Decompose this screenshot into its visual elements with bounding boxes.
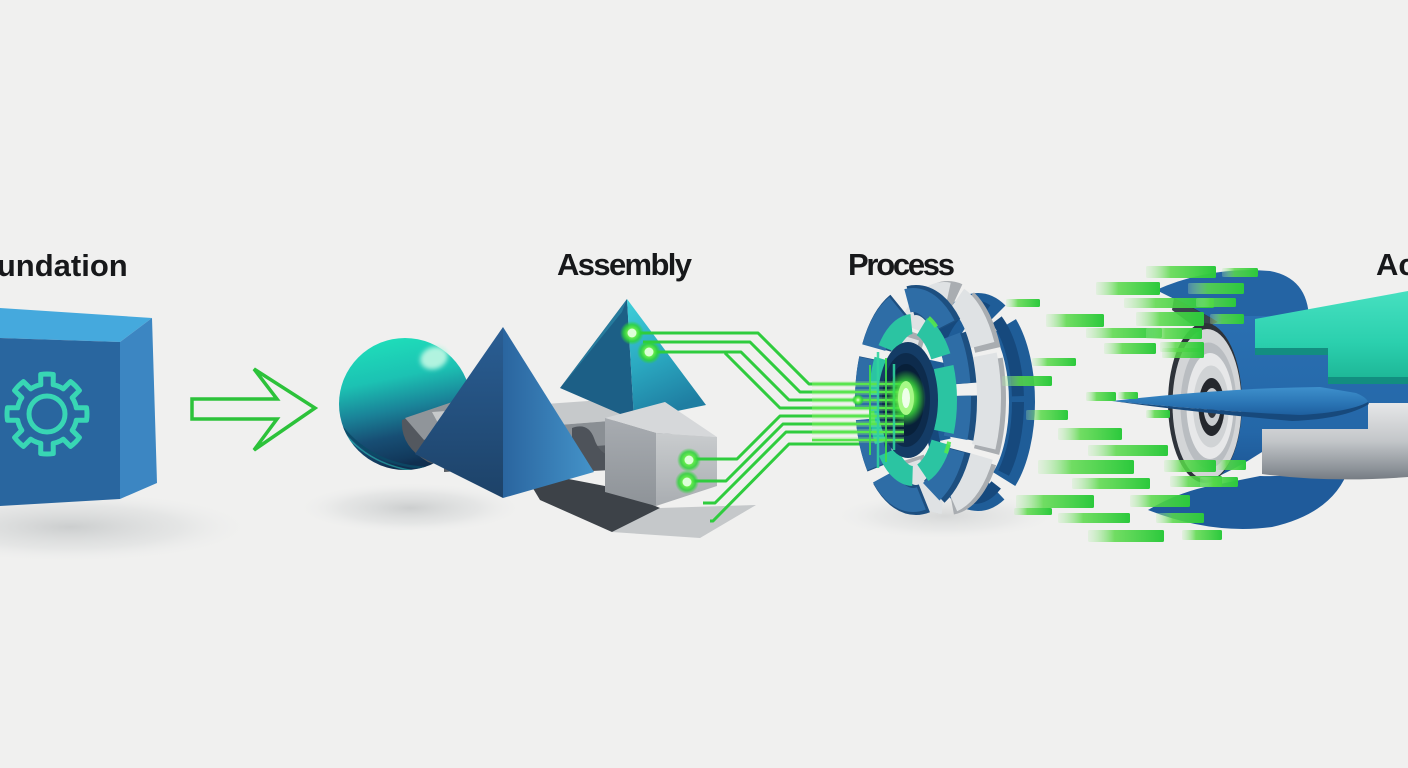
svg-text:Foundation: Foundation [0, 248, 128, 283]
svg-text:Assembly: Assembly [557, 247, 693, 282]
svg-text:Acceleration: Acceleration [1376, 247, 1408, 282]
svg-text:Process: Process [848, 247, 955, 282]
